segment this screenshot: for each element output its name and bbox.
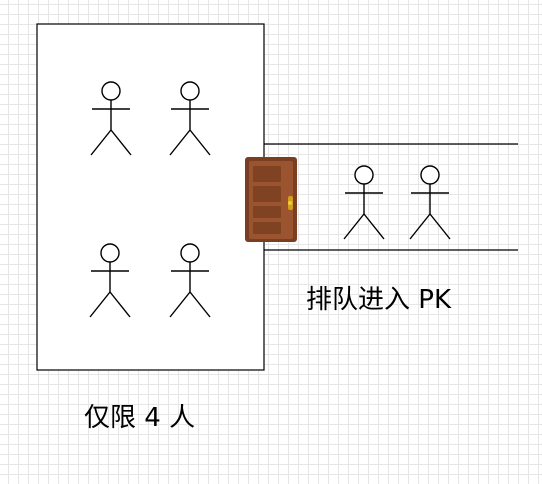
stick-figure-icon	[343, 165, 385, 240]
stick-figure-icon	[409, 165, 451, 240]
door-icon	[245, 157, 297, 242]
queue-caption: 排队进入 PK	[306, 285, 451, 315]
room-capacity-caption: 仅限 4 人	[84, 403, 196, 433]
room-box	[36, 23, 265, 371]
